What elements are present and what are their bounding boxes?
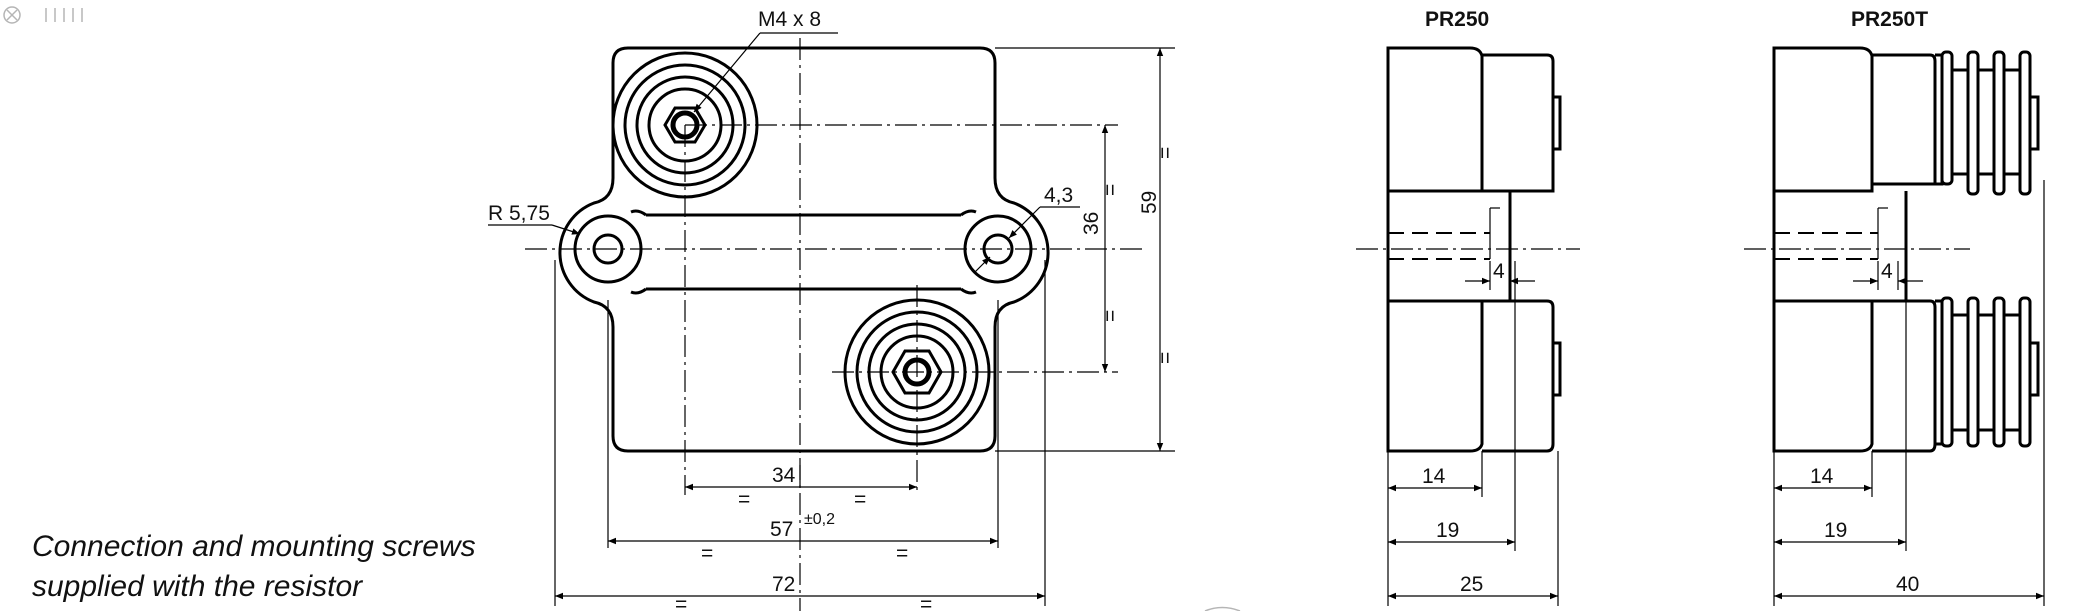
equal-mark: = <box>896 542 908 565</box>
dim-height-inner: 36 <box>1080 212 1103 235</box>
side-view-pr250: PR250 4 14 19 25 <box>1356 8 1580 606</box>
radius-callout: R 5,75 <box>488 202 550 225</box>
heatsink-fins-bottom <box>1935 296 2040 448</box>
close-circle-icon <box>3 6 83 24</box>
flange-strip <box>646 213 961 291</box>
pr250-dim-slot: 4 <box>1493 260 1505 283</box>
equal-mark: = <box>854 488 866 511</box>
equal-mark: = <box>1099 184 1122 196</box>
pr250t-dim-total: 40 <box>1896 573 1919 596</box>
dim-mount-tolerance: ±0,2 <box>804 511 835 528</box>
equal-mark: = <box>675 593 687 611</box>
dim-terminal-spacing: 34 <box>772 464 796 487</box>
equal-mark: = <box>920 593 932 611</box>
pr250-dim-b: 19 <box>1436 519 1459 542</box>
note-block: Connection and mounting screws supplied … <box>32 530 476 603</box>
note-line-2: supplied with the resistor <box>32 570 363 603</box>
pr250-dim-a: 14 <box>1422 465 1446 488</box>
pr250-title: PR250 <box>1425 8 1489 31</box>
front-view: 59 = = 36 = = 34 = = 57 ±0,2 = = 72 = = … <box>488 8 1177 611</box>
pr250t-dim-slot: 4 <box>1881 260 1893 283</box>
dim-total-width: 72 <box>772 573 795 596</box>
equal-mark: = <box>738 488 750 511</box>
pr250t-dim-a: 14 <box>1810 465 1834 488</box>
hole-callout: 4,3 <box>1044 184 1073 207</box>
side-view-pr250t: PR250T <box>1744 8 2045 606</box>
equal-mark: = <box>1154 352 1177 364</box>
dim-height-total: 59 <box>1138 191 1161 214</box>
resistor-body-outline <box>558 46 1050 453</box>
pr250t-title: PR250T <box>1851 8 1928 31</box>
thread-callout: M4 x 8 <box>758 8 821 31</box>
pr250-dim-total: 25 <box>1460 573 1483 596</box>
pr250t-dim-b: 19 <box>1824 519 1847 542</box>
heatsink-fins-top <box>1935 50 2040 196</box>
note-line-1: Connection and mounting screws <box>32 530 476 563</box>
equal-mark: = <box>1099 310 1122 322</box>
equal-mark: = <box>701 542 713 565</box>
equal-mark: = <box>1154 147 1177 159</box>
dim-mount-spacing: 57 <box>770 518 793 541</box>
